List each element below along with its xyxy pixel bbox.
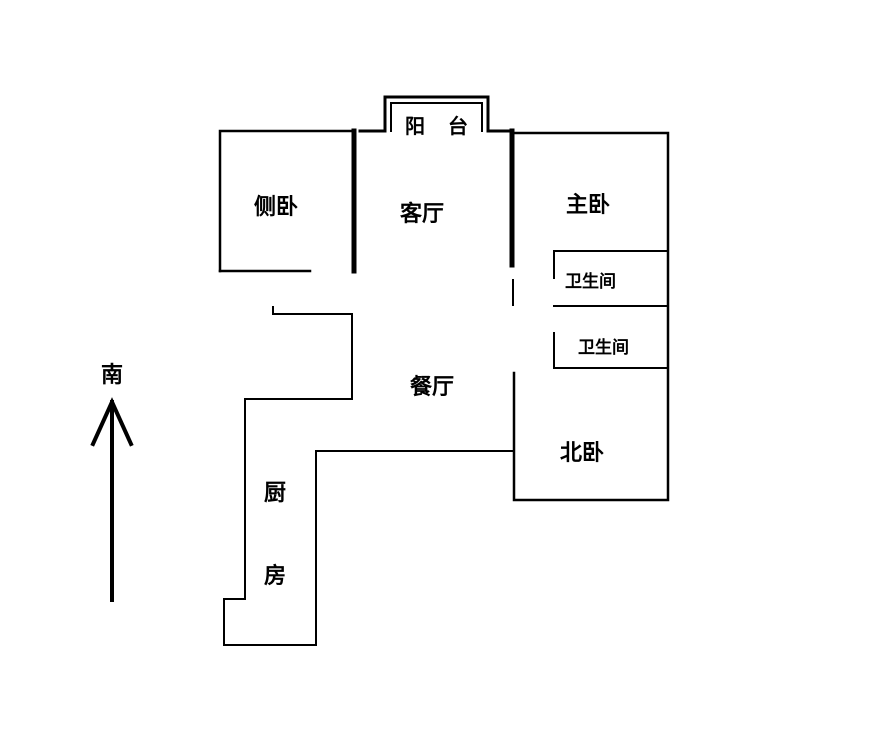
north-bedroom-label: 北卧 [560,441,605,466]
balcony-label-2: 台 [448,114,468,138]
side-bedroom-walls [218,128,357,274]
compass-label: 南 [101,363,124,388]
side-bedroom-label: 侧卧 [254,195,299,220]
balcony-walls [358,95,514,133]
kitchen-label-1: 厨 [264,481,287,506]
kitchen-label-2: 房 [264,564,287,589]
bathroom-2-label: 卫生间 [578,338,629,358]
right-block-walls [510,131,670,502]
master-bedroom-label: 主卧 [566,193,611,218]
balcony-label-1: 阳 [405,114,425,138]
living-room-label: 客厅 [400,202,445,227]
dining-room-label: 餐厅 [410,375,455,400]
compass-arrow [90,397,134,602]
bathroom-1-label: 卫生间 [565,272,616,292]
kitchen-walls [223,306,515,646]
